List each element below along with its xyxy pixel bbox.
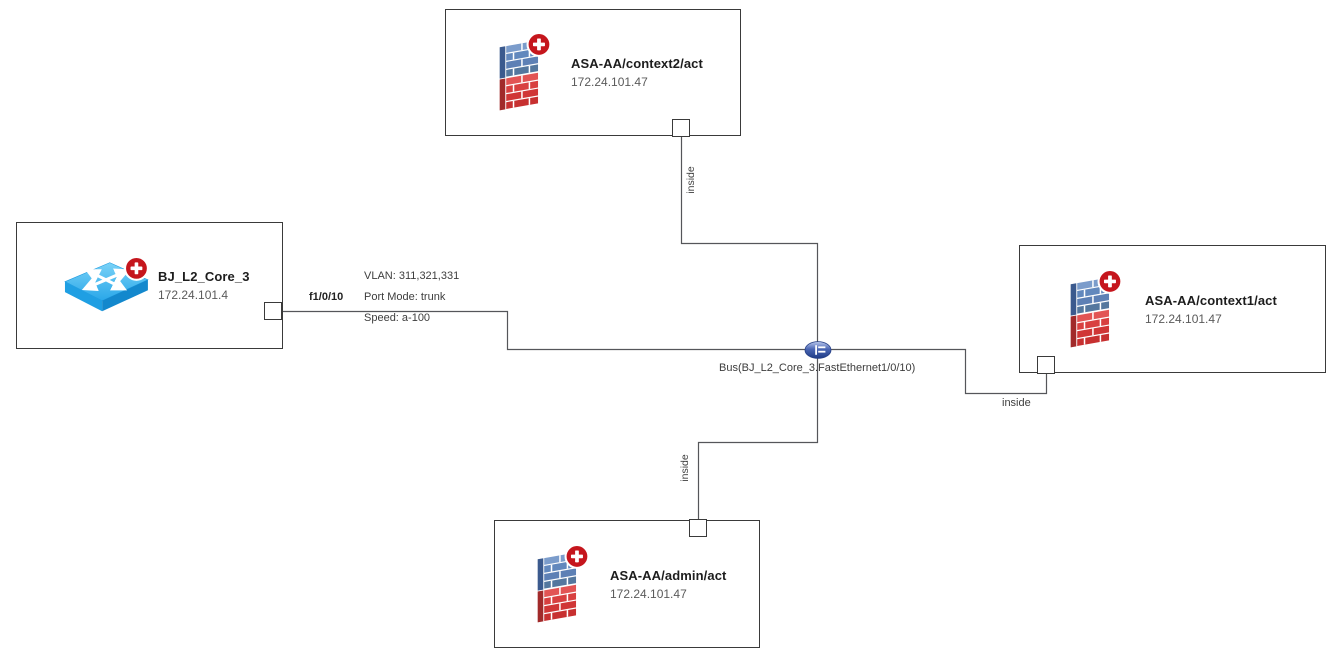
interface-label-context1: inside	[1002, 397, 1031, 409]
port-square-context1[interactable]	[1037, 356, 1055, 374]
device-text: ASA-AA/admin/act 172.24.101.47	[610, 568, 726, 601]
port-square-switch[interactable]	[264, 302, 282, 320]
device-text: BJ_L2_Core_3 172.24.101.4	[158, 269, 250, 302]
bus-label: Bus(BJ_L2_Core_3.FastEthernet1/0/10)	[719, 362, 916, 374]
bus-icon[interactable]	[804, 340, 832, 360]
port-mode-label: Port Mode: trunk	[364, 291, 446, 303]
device-ip: 172.24.101.47	[610, 586, 687, 601]
vlan-label: VLAN: 311,321,331	[364, 270, 460, 282]
interface-label-admin: inside	[679, 454, 691, 482]
port-square-context2[interactable]	[672, 119, 690, 137]
device-ip: 172.24.101.4	[158, 288, 229, 302]
switch-icon	[55, 255, 155, 316]
interface-label-context2: inside	[685, 166, 697, 194]
firewall-icon	[495, 31, 553, 114]
firewall-icon	[533, 543, 591, 626]
link-switch-bus-context1[interactable]	[282, 310, 1048, 395]
port-square-admin[interactable]	[689, 519, 707, 537]
device-node-context2[interactable]: ASA-AA/context2/act 172.24.101.47	[445, 9, 741, 136]
device-name: BJ_L2_Core_3	[158, 269, 250, 284]
firewall-icon	[1066, 268, 1124, 351]
device-name: ASA-AA/context2/act	[571, 56, 703, 71]
device-name: ASA-AA/admin/act	[610, 567, 727, 583]
device-text: ASA-AA/context2/act 172.24.101.47	[571, 56, 703, 89]
device-node-context1[interactable]: ASA-AA/context1/act 172.24.101.47	[1019, 245, 1326, 373]
link-context2-bus-admin[interactable]	[680, 137, 819, 519]
device-ip: 172.24.101.47	[1145, 311, 1222, 326]
device-name: ASA-AA/context1/act	[1145, 292, 1277, 308]
speed-label: Speed: a-100	[364, 312, 431, 324]
device-node-switch[interactable]: BJ_L2_Core_3 172.24.101.4	[16, 222, 283, 349]
device-ip: 172.24.101.47	[571, 75, 648, 89]
device-node-admin[interactable]: ASA-AA/admin/act 172.24.101.47	[494, 520, 760, 648]
device-text: ASA-AA/context1/act 172.24.101.47	[1145, 293, 1277, 326]
interface-label-switch: f1/0/10	[309, 291, 344, 303]
